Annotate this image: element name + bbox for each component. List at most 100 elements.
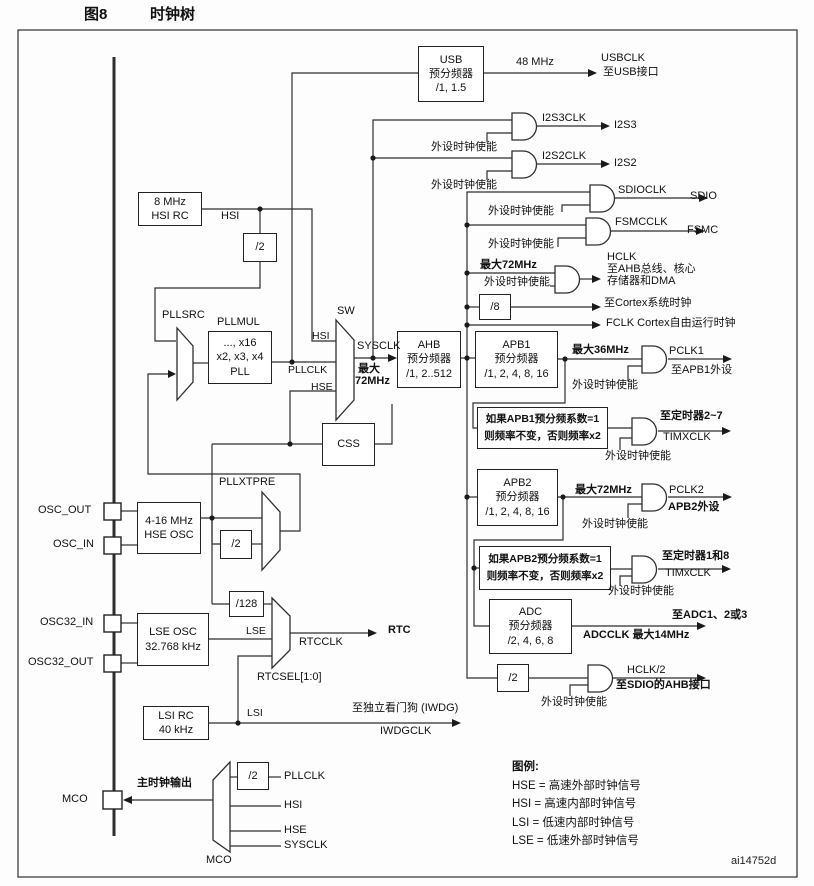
and-gate-fsmc: [585, 217, 612, 246]
label-max72: 最大72MHz: [480, 259, 537, 271]
pin-label-osc-in: OSC_IN: [53, 538, 94, 550]
label-clk-enable-i2s2: 外设时钟使能: [431, 179, 497, 191]
legend-title: 图例:: [512, 761, 539, 773]
block-usb-prescaler: USB 预分频器 /1, 1.5: [418, 46, 484, 102]
wire-pllclk-to-usb: [291, 72, 418, 362]
label-to-apb1: 至APB1外设: [671, 364, 733, 376]
mux-label-pllsrc: PLLSRC: [162, 309, 205, 321]
and-gate-timx1: [631, 417, 658, 446]
label-timxclk-l: TIMxCLK: [665, 567, 711, 579]
block-ahb-prescaler: AHB 预分频器 /1, 2..512: [397, 331, 461, 388]
label-clk-enable-sdio: 外设时钟使能: [488, 205, 554, 217]
label-clk-enable-timx1: 外设时钟使能: [605, 450, 671, 462]
label-hclk-dest-2: 至AHB总线、核心: [607, 263, 696, 275]
pin-label-osc32-out: OSC32_OUT: [28, 656, 94, 668]
block-apb2-note: 如果APB2预分频系数=1 则频率不变，否则频率x2: [479, 546, 611, 590]
label-pclk2: PCLK2: [669, 484, 704, 496]
block-apb1-note: 如果APB1预分频系数=1 则频率不变，否则频率x2: [477, 407, 608, 449]
mux-pllxtpre: [261, 490, 281, 572]
label-fsmc: FSMC: [687, 224, 719, 236]
wire-apb1-to-note: [472, 359, 566, 429]
block-apb2-prescaler: APB2 预分频器 /1, 2, 4, 8, 16: [477, 469, 558, 526]
label-to-usb: 至USB接口: [603, 66, 659, 78]
label-to-adc: 至ADC1、2或3: [672, 609, 748, 621]
mux-mco: [212, 760, 231, 854]
label-hclk2: HCLK/2: [627, 664, 666, 676]
block-div8: /8: [479, 294, 511, 320]
label-48mhz: 48 MHz: [516, 56, 554, 68]
label-to-iwdg: 至独立看门狗 (IWDG): [352, 702, 459, 714]
pin-label-osc-out: OSC_OUT: [38, 504, 92, 516]
label-to-sdio-ahb: 至SDIO的AHB接口: [616, 679, 711, 691]
mux-label-rtcsel: RTCSEL[1:0]: [257, 671, 322, 683]
label-hsi: HSI: [221, 210, 240, 222]
mux-rtcsel: [271, 596, 291, 670]
label-iwdgclk: IWDGCLK: [380, 725, 432, 737]
wire-en-hclk2: [569, 684, 588, 696]
wire-hse-to-sw: [289, 390, 336, 444]
and-gate-timx2: [631, 555, 658, 584]
wire-en-fsmc: [557, 237, 586, 247]
pin-osc-out: [103, 502, 122, 521]
wire-pllxtpre-to-pllsrc: [147, 373, 301, 532]
mux-pllsrc: [176, 326, 194, 402]
figure-number: 图8: [84, 6, 108, 23]
block-div2-hse: /2: [220, 530, 252, 559]
label-to-cortex: 至Cortex系统时钟: [604, 297, 692, 309]
block-css: CSS: [322, 423, 375, 466]
wire-hclk-bus-up: [466, 191, 590, 358]
figure-frame: [17, 29, 798, 878]
figure-watermark: ai14752d: [731, 855, 777, 867]
legend-item-lse: LSE = 低速外部时钟信号: [512, 835, 639, 847]
label-sw-hsi: HSI: [312, 330, 330, 342]
pin-osc32-out: [103, 654, 122, 673]
label-to-tim18: 至定时器1和8: [662, 550, 730, 562]
legend-item-hsi: HSI = 高速内部时钟信号: [512, 798, 637, 810]
pin-label-mco: MCO: [62, 793, 88, 805]
pin-label-osc32-in: OSC32_IN: [40, 616, 94, 628]
wire-sysclk-to-i2s3: [372, 119, 512, 358]
label-mco-pllclk: PLLCLK: [284, 770, 325, 782]
wire-en-sdio: [561, 204, 590, 212]
label-fsmcclk: FSMCCLK: [615, 216, 668, 228]
label-i2s3: I2S3: [614, 119, 637, 131]
label-i2s2clk: I2S2CLK: [542, 150, 587, 162]
label-max36: 最大36MHz: [572, 344, 629, 356]
label-hclk-dest-3: 存储器和DMA: [607, 275, 676, 287]
wire-en-pclk1: [627, 365, 642, 381]
block-hsi-rc: 8 MHz HSI RC: [138, 192, 202, 226]
wire-hse-to-div2: [211, 518, 220, 545]
block-div2-mco: /2: [237, 762, 269, 790]
block-div128: /128: [229, 591, 264, 617]
wire-en-i2s2: [486, 170, 512, 180]
block-apb1-prescaler: APB1 预分频器 /1, 2, 4, 8, 16: [475, 331, 558, 388]
wire-apb2-to-adc: [473, 497, 564, 627]
wire-lsi-to-rtcsel: [237, 655, 272, 723]
wire-en-timx2: [619, 575, 632, 586]
label-max72-2: 最大72MHz: [575, 484, 632, 496]
label-hclk: HCLK: [607, 251, 637, 263]
label-timxclk-u: TIMXCLK: [663, 431, 711, 443]
and-gate-sdio: [589, 184, 616, 213]
and-gate-pclk1: [641, 345, 668, 374]
label-pllclk: PLLCLK: [288, 364, 328, 376]
label-mco-sysclk: SYSCLK: [284, 839, 328, 851]
wire-hsidiv2-to-pllsrc: [154, 262, 261, 342]
label-rtc: RTC: [388, 624, 411, 636]
and-gate-pclk2: [641, 483, 668, 512]
pin-osc32-in: [103, 614, 122, 633]
label-rtcclk: RTCCLK: [299, 636, 343, 648]
mux-label-pllmul: PLLMUL: [217, 316, 260, 328]
label-clk-enable-pclk1: 外设时钟使能: [572, 379, 638, 391]
label-usbclk: USBCLK: [601, 52, 646, 64]
label-pclk1: PCLK1: [669, 345, 704, 357]
label-clk-enable-i2s3: 外设时钟使能: [431, 141, 497, 153]
label-to-tim27: 至定时器2~7: [660, 410, 723, 422]
label-clk-enable-pclk2: 外设时钟使能: [582, 518, 648, 530]
mux-label-pllxtpre: PLLXTPRE: [219, 476, 276, 488]
block-lsi-rc: LSI RC 40 kHz: [143, 706, 209, 740]
mux-label-mco: MCO: [206, 854, 232, 866]
block-pll: ..., x16 x2, x3, x4 PLL: [208, 331, 272, 384]
arrowheads: [123, 69, 732, 804]
